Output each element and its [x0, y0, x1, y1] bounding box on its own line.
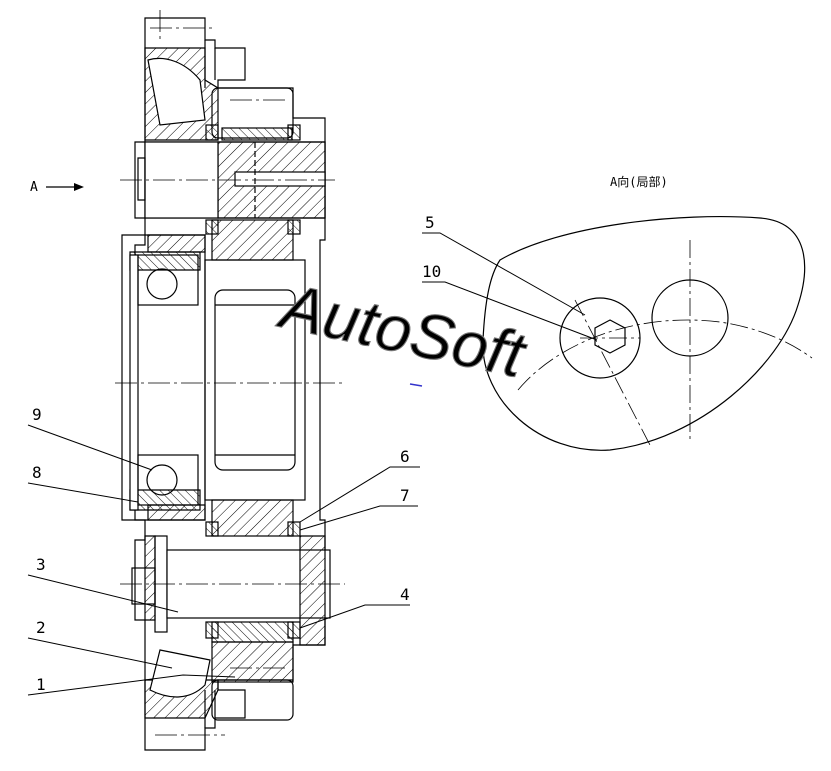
- view-arrow: A: [30, 180, 84, 195]
- watermark: AutoSoft: [271, 269, 532, 392]
- callouts: 1 2 3 4 5 6 7 8 9 10: [32, 213, 441, 694]
- section-view: [121, 17, 331, 751]
- view-title: A向(局部): [610, 174, 668, 189]
- detail-view-a: A向(局部): [482, 174, 813, 451]
- center-lines: [115, 10, 345, 736]
- callout-2: 2: [36, 618, 46, 637]
- hex-bolt: [594, 319, 626, 354]
- callout-9: 9: [32, 405, 42, 424]
- leader-lines: [27, 232, 598, 696]
- callout-6: 6: [400, 447, 410, 466]
- pin-boss-circle: [559, 297, 641, 379]
- ball-bearing-housing: [121, 234, 206, 521]
- cam-outline: [482, 216, 806, 451]
- lower-needle-bearing: [205, 621, 301, 721]
- housing-flange: [134, 17, 326, 751]
- callout-7: 7: [400, 486, 410, 505]
- callout-8: 8: [32, 463, 42, 482]
- callout-1: 1: [36, 675, 46, 694]
- watermark-dot: [409, 383, 423, 387]
- callout-5: 5: [425, 213, 435, 232]
- callout-4: 4: [400, 585, 410, 604]
- view-arrow-label: A: [30, 180, 38, 195]
- callout-10: 10: [422, 262, 441, 281]
- upper-needle-bearing: [205, 87, 301, 261]
- callout-3: 3: [36, 555, 46, 574]
- central-roller: [204, 259, 306, 537]
